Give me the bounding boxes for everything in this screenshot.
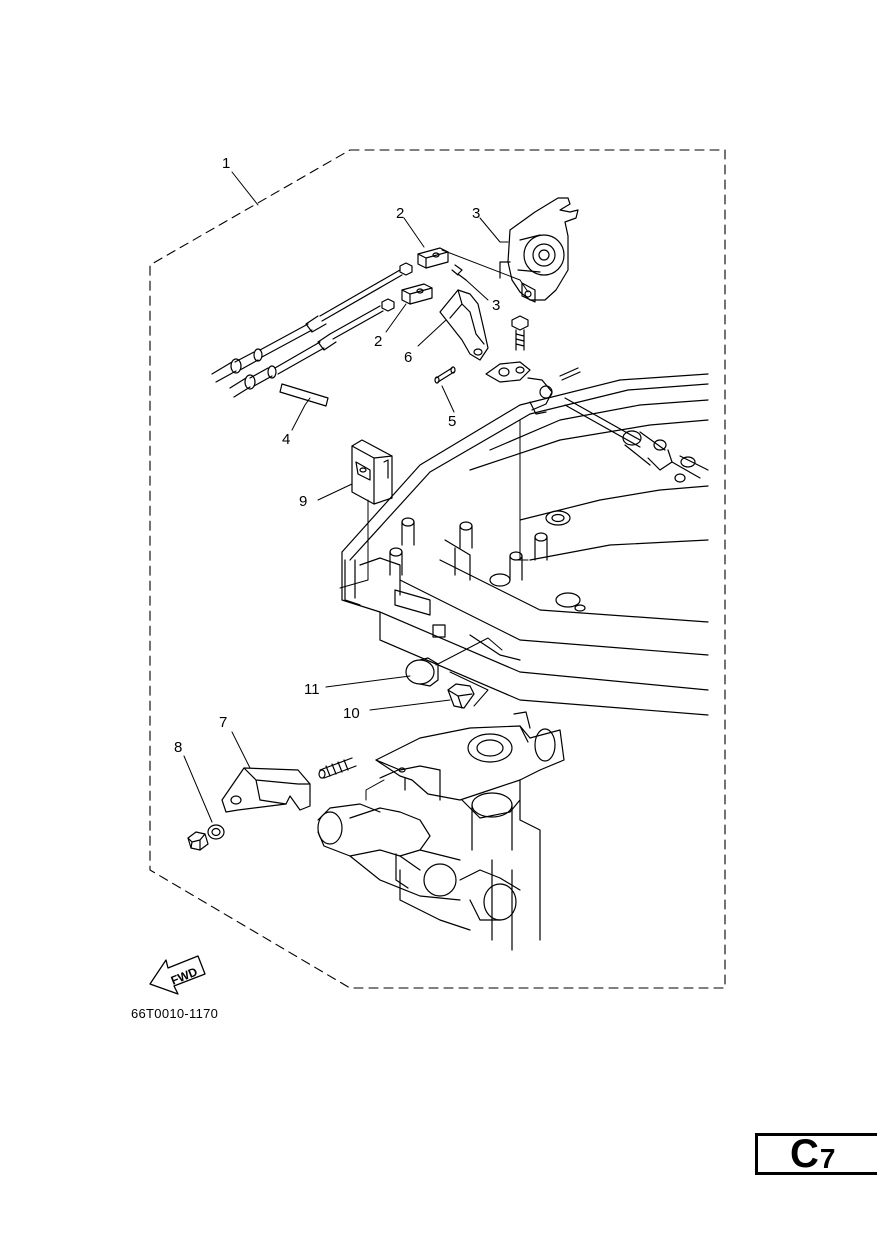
cable-nut-upper xyxy=(399,262,413,276)
clamp-bolt xyxy=(511,315,529,351)
callout-4: 4 xyxy=(282,431,290,448)
hex-nut xyxy=(187,831,209,851)
callout-7: 7 xyxy=(219,714,227,731)
plate-bracket xyxy=(221,767,311,813)
callout-2-upper: 2 xyxy=(396,205,404,222)
remote-control-cables xyxy=(211,269,403,398)
cable-clamp xyxy=(485,361,553,415)
callout-labels: 1 2 3 3 2 6 4 5 9 11 10 7 8 xyxy=(174,155,500,756)
callout-3-upper: 3 xyxy=(472,205,480,222)
assembly-boundary xyxy=(149,149,726,989)
shift-lever-bracket xyxy=(499,197,579,303)
grommet-small xyxy=(447,683,475,709)
drawing-code: 66T0010-1170 xyxy=(131,1006,219,1021)
page-marker-number: 7 xyxy=(819,1143,836,1174)
fwd-arrow-icon: FWD xyxy=(149,955,206,995)
callout-11: 11 xyxy=(304,681,320,698)
leader-lines xyxy=(183,171,529,823)
shift-shaft xyxy=(564,397,709,483)
page-marker: C 7 xyxy=(755,1133,877,1175)
swivel-bracket xyxy=(317,711,565,951)
fwd-label: FWD xyxy=(169,964,200,987)
cotter-pin xyxy=(451,264,467,281)
caution-label xyxy=(279,383,329,407)
washer xyxy=(207,824,225,840)
callout-9: 9 xyxy=(299,493,307,510)
holder-block xyxy=(351,439,393,505)
page-marker-letter: C xyxy=(790,1132,819,1176)
callout-10: 10 xyxy=(343,705,360,722)
callout-6: 6 xyxy=(404,349,412,366)
callout-2-lower: 2 xyxy=(374,333,382,350)
callout-3-lower: 3 xyxy=(492,297,500,314)
cable-joint-upper xyxy=(417,247,449,269)
callout-8: 8 xyxy=(174,739,182,756)
pin xyxy=(434,366,456,384)
callout-5: 5 xyxy=(448,413,456,430)
grommet-large xyxy=(405,657,439,687)
bottom-cowling xyxy=(341,373,709,716)
cable-joint-lower xyxy=(401,283,433,305)
threaded-stud xyxy=(318,757,357,779)
cable-nut-lower xyxy=(381,298,395,312)
cable-holder xyxy=(439,289,489,361)
callout-1: 1 xyxy=(222,155,230,172)
small-pin xyxy=(559,367,581,381)
